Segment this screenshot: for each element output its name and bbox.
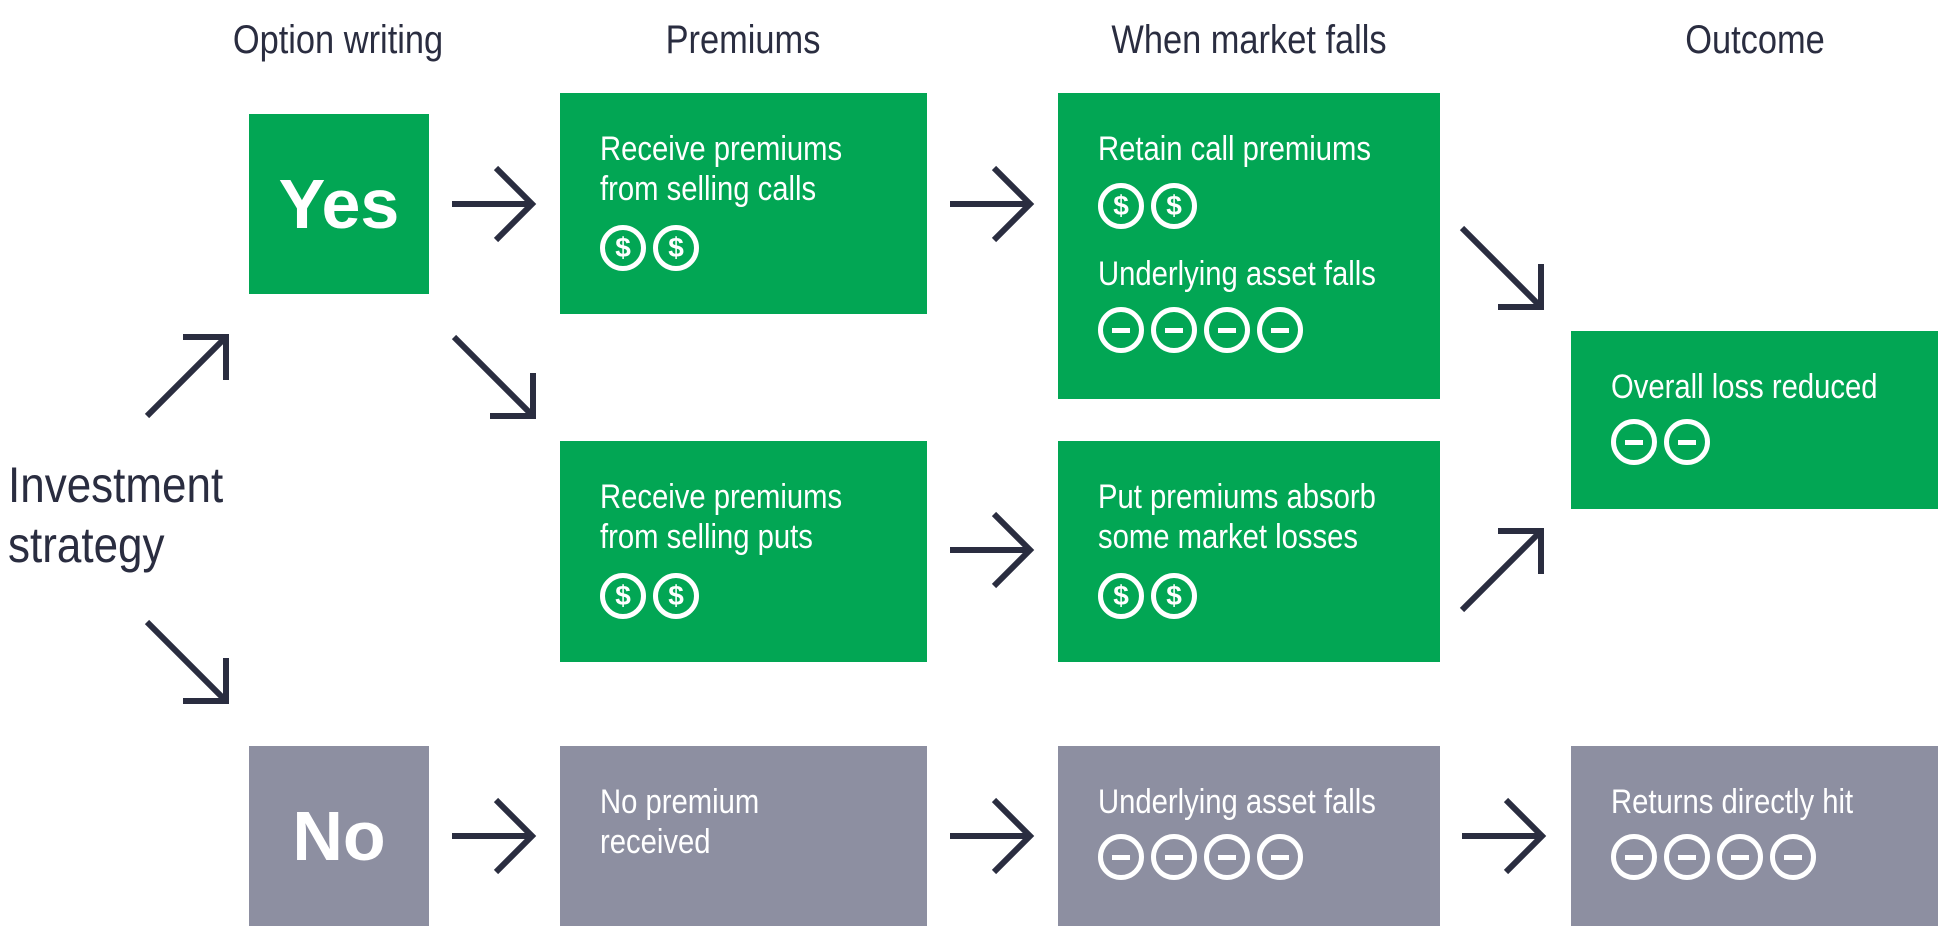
arrow-calls-to-retain [950, 165, 1035, 243]
returns-hit-icons [1611, 834, 1816, 880]
arrow-absorb-to-overall [1459, 528, 1544, 613]
dollar-coin-icon: $ [1098, 183, 1144, 229]
arrow-retain-to-overall [1459, 225, 1544, 310]
minus-circle-icon [1664, 834, 1710, 880]
selling-puts-box: Receive premiums from selling puts $ $ [560, 441, 927, 662]
yes-box: Yes [249, 114, 429, 294]
investment-strategy-label: Investment strategy [8, 457, 224, 573]
put-premiums-absorb-text: Put premiums absorb some market losses [1098, 478, 1376, 556]
selling-puts-icons: $ $ [600, 573, 699, 619]
dollar-coin-icon: $ [600, 573, 646, 619]
no-premium-box: No premium received [560, 746, 927, 926]
retain-call-premiums-box: Retain call premiums $ $ Underlying asse… [1058, 93, 1440, 399]
arrow-strategy-to-no [144, 619, 229, 704]
underlying-asset-falls-icons [1098, 834, 1303, 880]
header-premiums: Premiums [665, 18, 821, 62]
returns-directly-hit-text: Returns directly hit [1611, 783, 1854, 821]
overall-loss-reduced-text: Overall loss reduced [1611, 368, 1878, 406]
selling-calls-text: Receive premiums from selling calls [600, 130, 843, 208]
selling-calls-icons: $ $ [600, 225, 699, 271]
underlying-asset-falls-box: Underlying asset falls [1058, 746, 1440, 926]
underlying-asset-falls-label: Underlying asset falls [1098, 783, 1376, 821]
retain-icons: $ $ [1098, 183, 1197, 229]
minus-circle-icon [1611, 834, 1657, 880]
dollar-coin-icon: $ [600, 225, 646, 271]
dollar-coin-icon: $ [1098, 573, 1144, 619]
minus-circle-icon [1151, 307, 1197, 353]
overall-loss-icons [1611, 419, 1710, 465]
header-outcome: Outcome [1685, 18, 1825, 62]
arrow-yes-to-calls [452, 165, 537, 243]
minus-circle-icon [1204, 834, 1250, 880]
dollar-coin-icon: $ [1151, 183, 1197, 229]
minus-circle-icon [1611, 419, 1657, 465]
arrow-no-to-no-premium [452, 797, 537, 875]
minus-circle-icon [1770, 834, 1816, 880]
yes-label: Yes [278, 165, 400, 243]
minus-circle-icon [1717, 834, 1763, 880]
minus-circle-icon [1098, 834, 1144, 880]
dollar-coin-icon: $ [653, 573, 699, 619]
dollar-coin-icon: $ [1151, 573, 1197, 619]
arrow-yes-to-puts [451, 334, 536, 419]
arrow-strategy-to-yes [144, 334, 229, 419]
selling-puts-text: Receive premiums from selling puts [600, 478, 843, 556]
minus-circle-icon [1257, 307, 1303, 353]
minus-circle-icon [1204, 307, 1250, 353]
underlying-falls-icons [1098, 307, 1303, 353]
underlying-asset-falls-text: Underlying asset falls [1098, 255, 1376, 293]
dollar-coin-icon: $ [653, 225, 699, 271]
absorb-icons: $ $ [1098, 573, 1197, 619]
header-when-market-falls: When market falls [1111, 18, 1387, 62]
overall-loss-reduced-box: Overall loss reduced [1571, 331, 1938, 509]
arrow-falls-to-returns [1462, 797, 1547, 875]
arrow-puts-to-absorb [950, 511, 1035, 589]
put-premiums-absorb-box: Put premiums absorb some market losses $… [1058, 441, 1440, 662]
header-option-writing: Option writing [232, 18, 444, 62]
minus-circle-icon [1098, 307, 1144, 353]
returns-directly-hit-box: Returns directly hit [1571, 746, 1938, 926]
selling-calls-box: Receive premiums from selling calls $ $ [560, 93, 927, 314]
minus-circle-icon [1257, 834, 1303, 880]
no-premium-text: No premium received [600, 783, 760, 861]
minus-circle-icon [1151, 834, 1197, 880]
retain-call-premiums-text: Retain call premiums [1098, 130, 1372, 168]
no-label: No [292, 797, 386, 875]
minus-circle-icon [1664, 419, 1710, 465]
arrow-no-premium-to-falls [950, 797, 1035, 875]
no-box: No [249, 746, 429, 926]
